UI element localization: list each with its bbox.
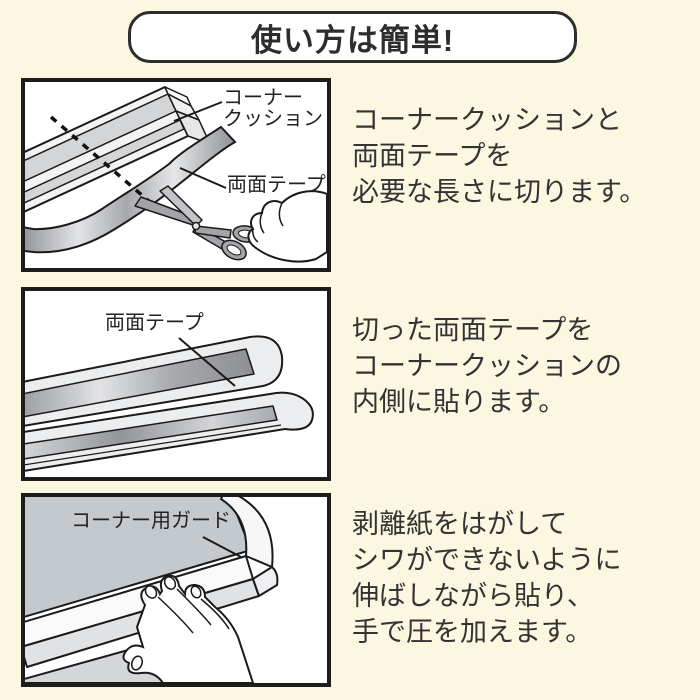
- title-banner: 使い方は簡単!: [128, 11, 577, 63]
- step3-illustration-panel: コーナー用ガード: [21, 493, 331, 687]
- tape-pointer-line: [178, 337, 236, 387]
- tape-applied-inside-cushion-illustration: [25, 335, 314, 472]
- pressing-hand: [122, 574, 255, 683]
- double-sided-tape-label: 両面テープ: [105, 312, 204, 334]
- corner-cushion-strip: [25, 86, 211, 213]
- page-title: 使い方は簡単!: [250, 22, 455, 58]
- hand-pressing-corner-guard-illustration: [25, 497, 279, 683]
- cutting-with-scissors-illustration: [25, 86, 327, 263]
- cut-line: [49, 115, 167, 217]
- step3-description: 剥離紙をはがして シワができないように 伸ばしながら貼り、 手で圧を加えます。: [352, 509, 622, 647]
- step1-illustration-panel: コーナー クッション 両面テープ: [21, 78, 331, 272]
- scissors: [134, 185, 260, 261]
- step2-illustration-panel: 両面テープ: [21, 287, 331, 481]
- corner-cushion-label: コーナー クッション: [223, 87, 323, 130]
- step2-description: 切った両面テープを コーナークッションの 内側に貼ります。: [352, 315, 622, 417]
- upper-tape-strip: [25, 348, 255, 418]
- lower-tape-strip: [25, 405, 278, 460]
- edge-guard-top-face: [25, 555, 254, 647]
- corner-cushion-pointer-line: [173, 101, 223, 122]
- hand-holding-scissors: [247, 190, 327, 263]
- fingernail: [163, 576, 177, 590]
- double-sided-tape-label: 両面テープ: [227, 174, 326, 196]
- step1-description: コーナークッションと 両面テープを 必要な長さに切ります。: [352, 105, 647, 207]
- thumbnail: [130, 655, 144, 671]
- corner-guard-cap: [220, 497, 274, 568]
- double-sided-tape-strip: [25, 125, 237, 254]
- fingernail: [190, 585, 202, 599]
- tape-pointer-line: [179, 167, 227, 189]
- fingernail: [144, 585, 158, 599]
- corner-guard-label: コーナー用ガード: [71, 510, 231, 532]
- guard-pointer-line: [202, 536, 242, 558]
